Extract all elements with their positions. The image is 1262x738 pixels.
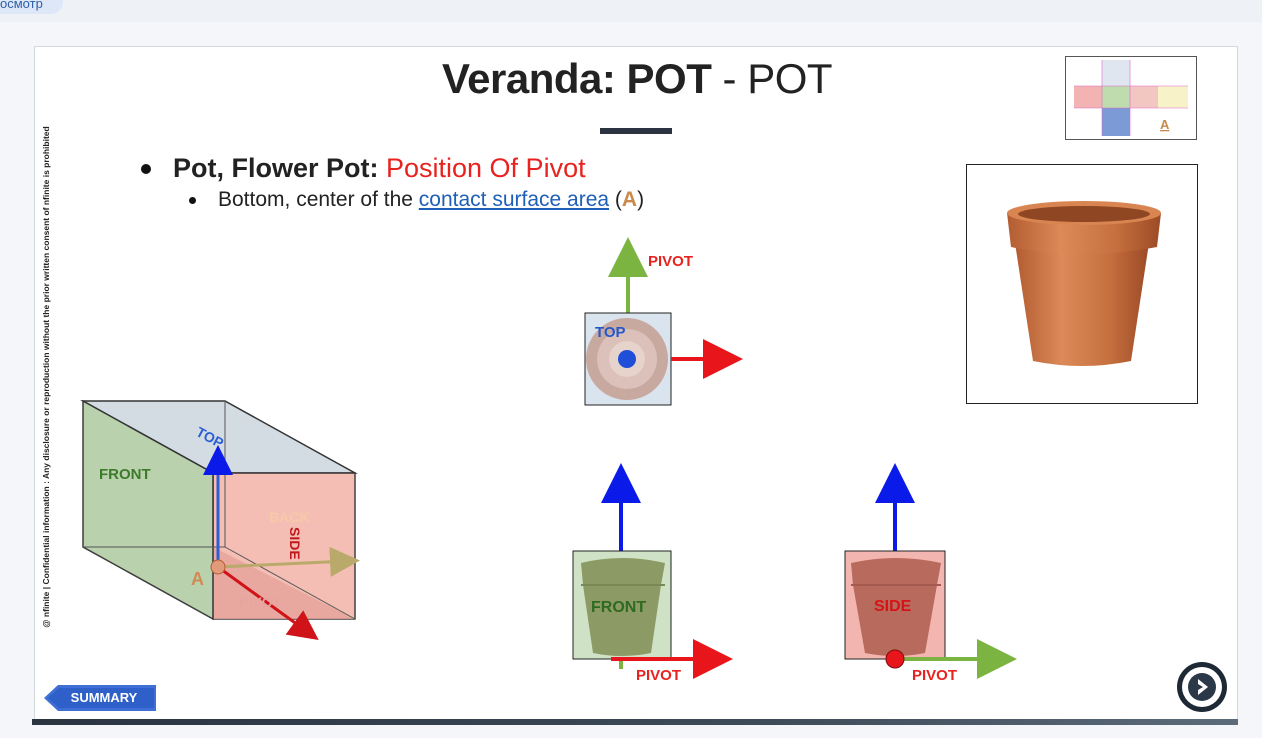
side-view-label: SIDE — [874, 598, 912, 615]
top-view-diagram: TOP PIVOT — [584, 237, 743, 406]
bullet-sub: Bottom, center of the contact surface ar… — [135, 185, 644, 215]
top-view-pivot-dot — [618, 350, 636, 368]
bullet-main: Pot, Flower Pot: Position Of Pivot — [135, 151, 644, 185]
front-view-label: FRONT — [591, 599, 646, 616]
cube-diagram: FRONT TOP BACK SIDE PIVOT A — [80, 399, 360, 641]
unfold-diagram: A — [1074, 60, 1188, 136]
unfold-thumbnail: A — [1065, 56, 1197, 140]
front-view-pot — [581, 558, 665, 656]
cube-front-label: FRONT — [99, 466, 151, 483]
title-underline — [600, 128, 672, 134]
side-view-pot — [851, 558, 941, 656]
sub-open: ( — [609, 188, 622, 211]
cube-point-label: A — [191, 569, 204, 589]
sub-prefix: Bottom, center of the — [218, 188, 419, 211]
title-bold: Veranda: POT — [441, 55, 712, 102]
viewer-top-bar: осмотр — [0, 0, 1262, 22]
front-view-pivot-label: PIVOT — [636, 667, 681, 684]
top-view-label: TOP — [595, 324, 626, 341]
slide-footer-bar — [32, 719, 1238, 725]
assistant-icon — [1177, 662, 1227, 712]
cube-pivot-label: PIVOT — [239, 594, 281, 610]
viewer-tab[interactable]: осмотр — [0, 0, 63, 14]
side-view-diagram: SIDE PIVOT — [844, 463, 1017, 684]
cube-side-label: SIDE — [287, 527, 303, 560]
cube-pivot-dot — [210, 559, 226, 575]
side-view-pivot-label: PIVOT — [912, 667, 957, 684]
back-arrow-icon — [44, 685, 156, 711]
cube-front-face — [82, 399, 214, 621]
cube-front-arrow — [217, 565, 319, 641]
top-view-pivot-label: PIVOT — [648, 253, 693, 270]
front-view-diagram: FRONT PIVOT — [572, 463, 733, 684]
cube-back-label: BACK — [269, 509, 309, 525]
bullet-bold: Pot, Flower Pot: — [173, 153, 386, 183]
summary-label: SUMMARY — [70, 690, 138, 705]
contact-surface-link[interactable]: contact surface area — [418, 188, 610, 211]
slide-title: Veranda: POT - POT — [35, 55, 1239, 103]
pot-image — [1007, 201, 1161, 366]
summary-button[interactable]: SUMMARY — [44, 685, 156, 711]
side-view-pivot-dot — [885, 649, 905, 669]
sub-close: ) — [637, 188, 645, 211]
bullet-list: Pot, Flower Pot: Position Of Pivot Botto… — [135, 151, 644, 215]
title-rest: POT — [747, 55, 833, 102]
bullet-red: Position Of Pivot — [386, 153, 586, 183]
minimap-letter: A — [1160, 117, 1170, 132]
pivot-diagrams: FRONT TOP BACK SIDE PIVOT A TOP PIVOT — [80, 237, 1017, 684]
assistant-widget-button[interactable] — [1175, 660, 1229, 714]
title-separator: - — [711, 55, 748, 102]
cube-side-arrow — [217, 546, 360, 577]
pot-photo — [966, 164, 1198, 404]
slide: @ nfinite | Confidential information : A… — [34, 46, 1238, 722]
sub-letter: A — [621, 188, 638, 211]
